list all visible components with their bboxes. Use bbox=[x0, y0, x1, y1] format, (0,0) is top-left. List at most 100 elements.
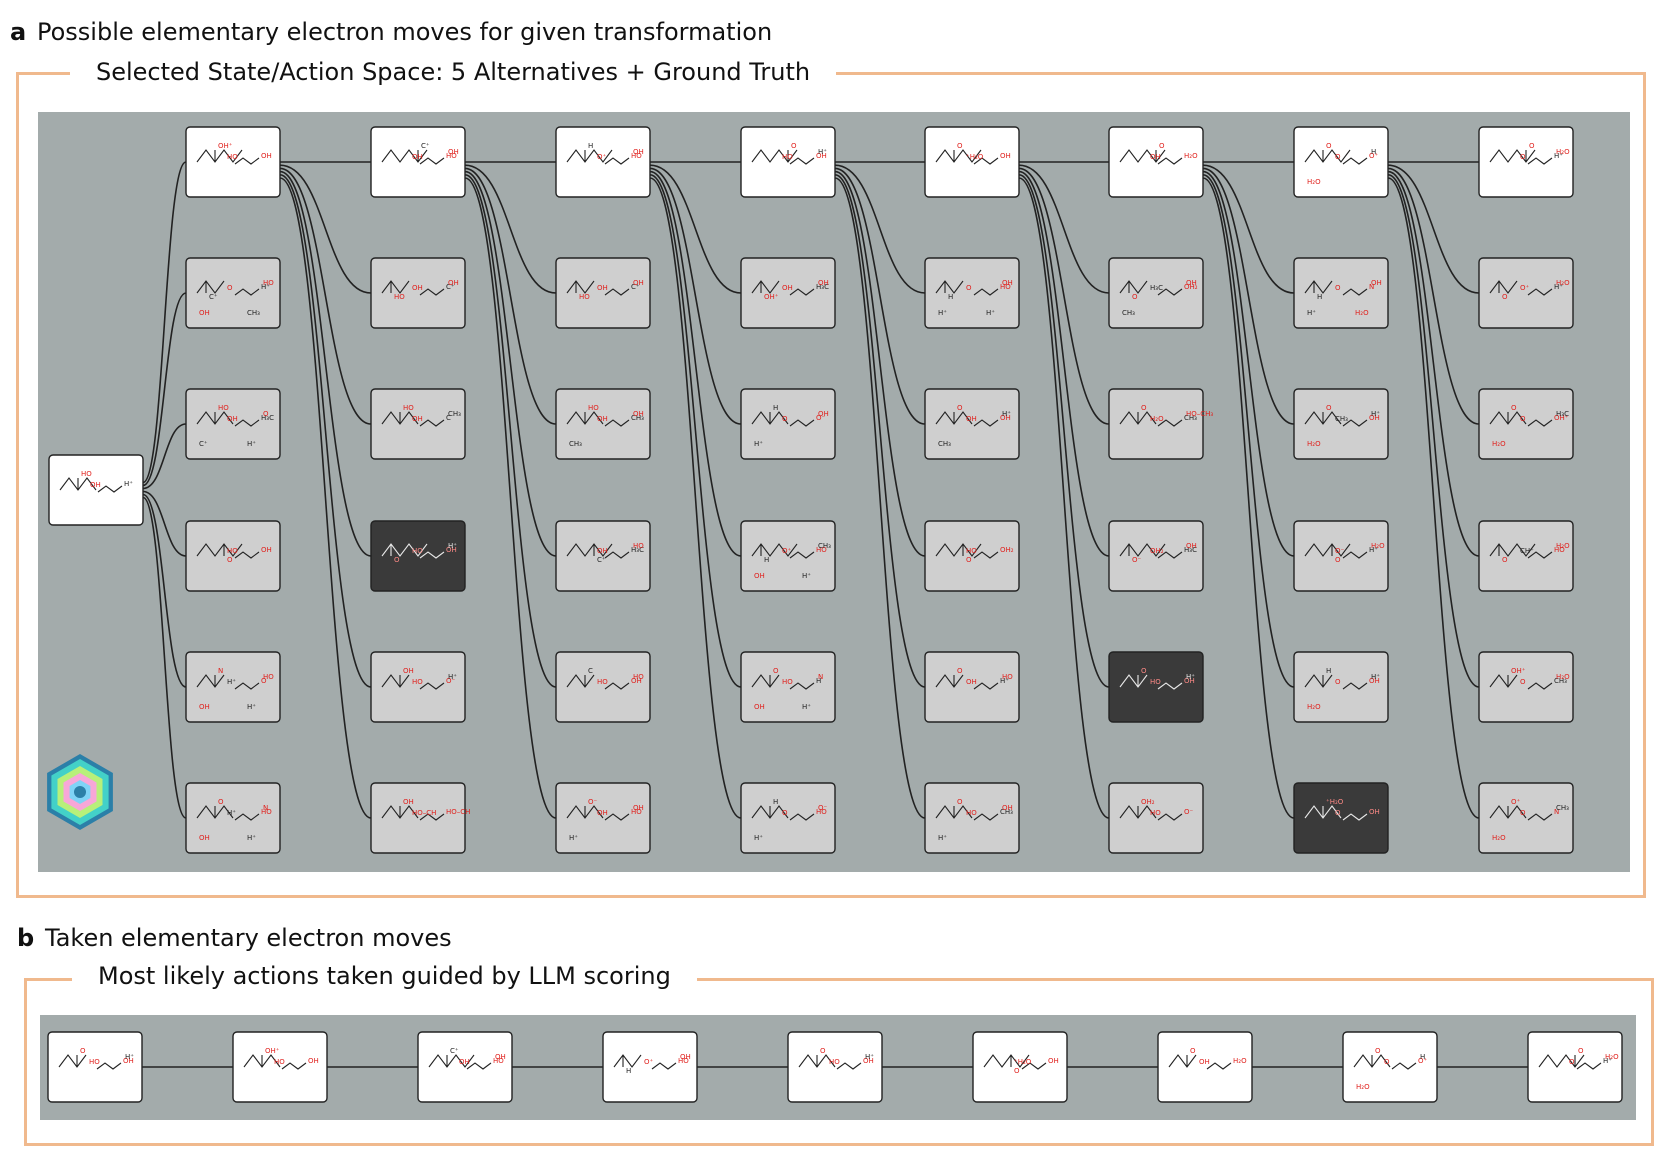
atom-label: OH bbox=[403, 798, 414, 806]
atom-label: O bbox=[1335, 284, 1341, 292]
mol-bonds-2 bbox=[789, 419, 815, 427]
node-c7-r4-alternative[interactable]: OO⁻H⁺H₂O bbox=[1293, 520, 1389, 592]
atom-label: O⁻ bbox=[1132, 556, 1142, 564]
atom-label: O bbox=[1569, 1058, 1575, 1066]
atom-label: O bbox=[957, 798, 963, 806]
atom-label: H₂O bbox=[1605, 1053, 1619, 1061]
atom-label: H₂O bbox=[1184, 152, 1198, 160]
atom-label: O⁺ bbox=[644, 1058, 654, 1066]
atom-label: H₂O bbox=[1307, 440, 1321, 448]
atom-label: HO bbox=[227, 153, 238, 161]
edge-c7-to-c8-r6 bbox=[1387, 177, 1480, 819]
atom-label: HO bbox=[412, 547, 423, 555]
atom-label: HO bbox=[218, 404, 229, 412]
node-c8-r2-alternative[interactable]: OO⁺H⁺H₂O bbox=[1478, 257, 1574, 329]
atom-label: H bbox=[773, 798, 778, 806]
atom-label: OH bbox=[199, 703, 210, 711]
edge-c1-to-c2-r4 bbox=[279, 170, 372, 557]
atom-label: HO bbox=[263, 279, 274, 287]
node-box bbox=[1157, 1031, 1253, 1103]
atom-label: CH₃ bbox=[1184, 414, 1197, 422]
mol-bonds-2 bbox=[789, 157, 815, 165]
mol-bonds bbox=[196, 149, 243, 163]
atom-label: H₂O bbox=[1556, 542, 1570, 550]
mol-bonds-2 bbox=[97, 485, 123, 493]
atom-label: N bbox=[263, 804, 268, 812]
mol-bonds bbox=[566, 149, 613, 163]
atom-label: OH bbox=[227, 415, 238, 423]
atom-label: OH bbox=[680, 1053, 691, 1061]
atom-label: OH bbox=[1186, 542, 1197, 550]
atom-label: H bbox=[626, 1067, 631, 1075]
atom-label: OH bbox=[633, 410, 644, 418]
edge-c2-to-c3-r2 bbox=[464, 164, 557, 294]
atom-label: H₂O bbox=[1355, 309, 1369, 317]
mol-bonds-2 bbox=[234, 288, 260, 296]
atom-label: H bbox=[764, 556, 769, 564]
atom-label: OH bbox=[1369, 414, 1380, 422]
mol-bonds bbox=[1304, 543, 1351, 557]
atom-label: OH⁺ bbox=[1511, 667, 1526, 675]
atom-label: H₂O bbox=[1150, 415, 1164, 423]
atom-label: H⁺ bbox=[818, 148, 827, 156]
atom-label: C bbox=[446, 414, 451, 422]
atom-label: O bbox=[1190, 1047, 1196, 1055]
